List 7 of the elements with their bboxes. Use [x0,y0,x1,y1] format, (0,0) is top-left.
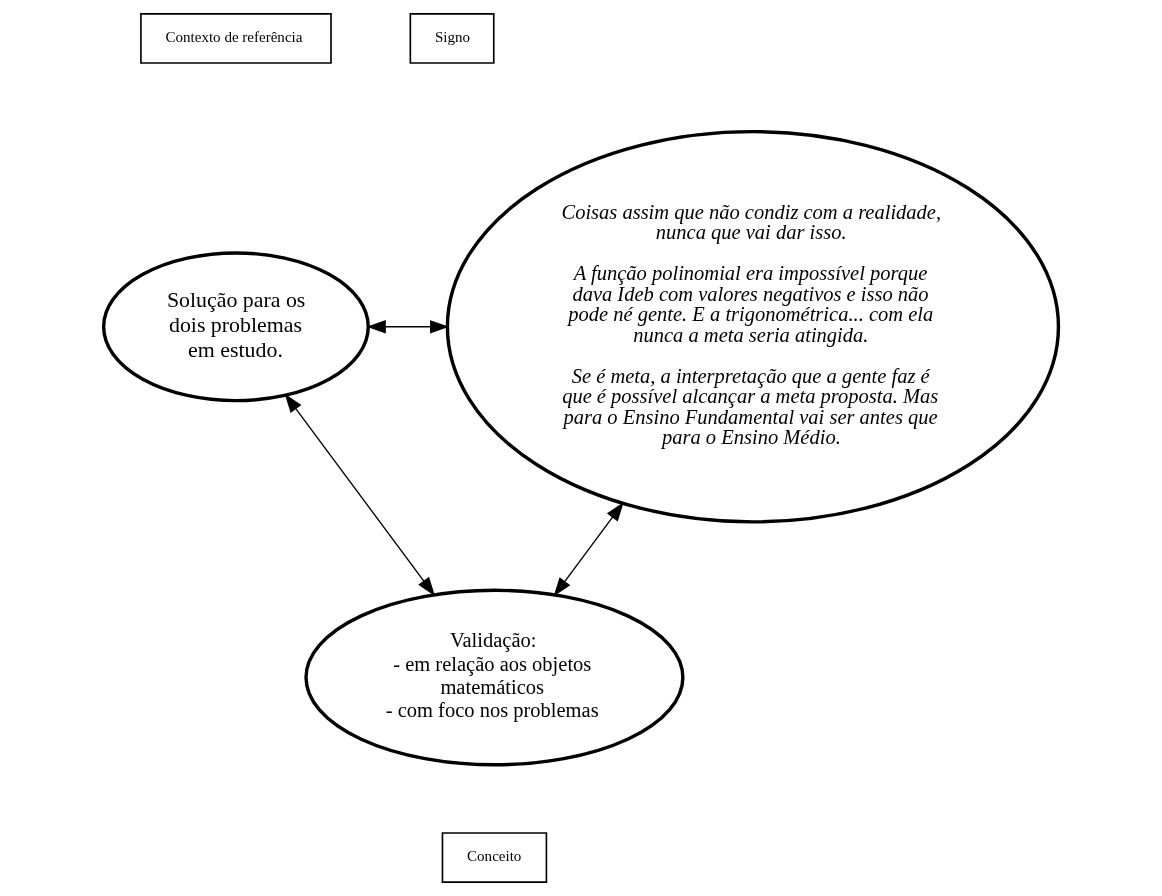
node-ellipse: Solução para os dois problemas em estudo. [101,251,370,403]
node-box: Contexto de referência [140,13,332,64]
node-ellipse: Validação: - em relação aos objetos matemáticos - com foco nos problemas [304,588,685,767]
node-box: Conceito [441,832,548,884]
node-box: Signo [409,13,495,64]
arrow [553,502,624,597]
arrow [284,393,436,597]
